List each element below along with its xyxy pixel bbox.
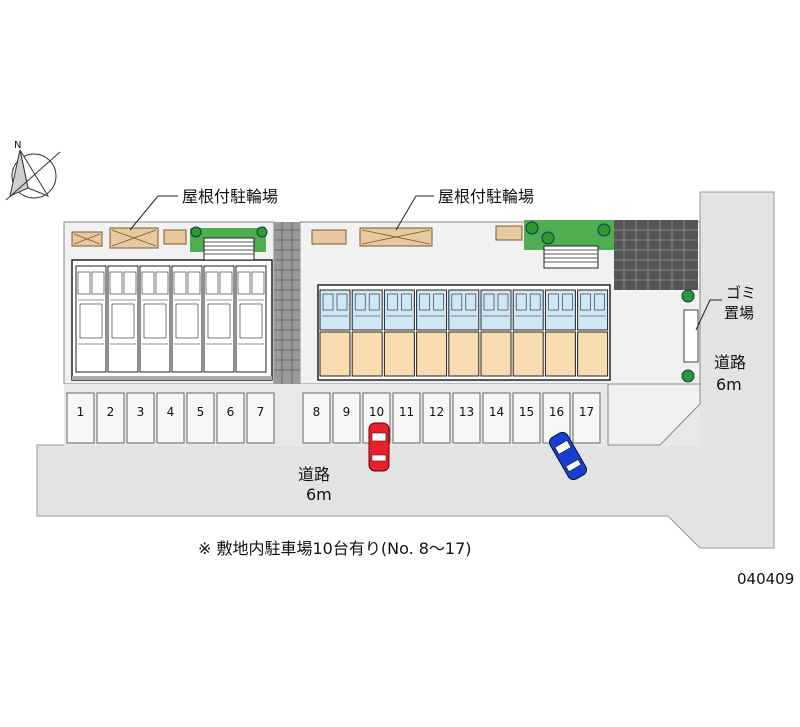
east-road-name: 道路 [714,353,746,372]
path-strip [274,222,300,384]
tree-icon [541,231,555,245]
parking-space: 17 [572,392,601,444]
building-west [71,259,273,381]
parking-space: 1 [66,392,95,444]
parking-space-number: 15 [519,405,534,419]
tree-icon [190,226,202,238]
parking-space: 14 [482,392,511,444]
path-strip-hatch [274,222,300,384]
parking-space: 6 [216,392,245,444]
parking-space-number: 12 [429,405,444,419]
parking-space-number: 10 [369,405,384,419]
bike-parking-label-east: 屋根付駐輪場 [438,187,534,206]
apartment-unit [203,265,235,373]
stairs-west [203,237,255,261]
parking-space-number: 3 [137,405,145,419]
north-arrow-icon: N [5,140,61,201]
apartment-unit [448,289,480,377]
parking-space-number: 4 [167,405,175,419]
parking-space: 3 [126,392,155,444]
apartment-unit [75,265,107,373]
parking-space-number: 6 [227,405,235,419]
parking-space: 13 [452,392,481,444]
north-label: N [14,140,21,151]
car-icon [368,422,390,472]
bike-rack-icon [495,225,523,241]
bike-rack-icon [163,229,187,245]
parking-space-number: 14 [489,405,504,419]
east-corner-lot [607,383,701,446]
apartment-unit [171,265,203,373]
leader-line [695,299,722,331]
parking-space-number: 5 [197,405,205,419]
parking-space-number: 16 [549,405,564,419]
car-icon [549,431,587,481]
parking-space: 15 [512,392,541,444]
leader-line [129,195,178,231]
apartment-unit [512,289,544,377]
property-code: 040409 [737,570,794,588]
stairs-east [543,245,599,269]
apartment-unit [416,289,448,377]
south-road-width: 6m [306,485,332,504]
apartment-unit [480,289,512,377]
apartment-unit [107,265,139,373]
tree-icon [681,369,695,383]
parking-space-number: 9 [343,405,351,419]
parking-space: 9 [332,392,361,444]
apartment-unit [577,289,609,377]
parking-space: 12 [422,392,451,444]
tree-icon [597,223,611,237]
bike-parking-label-west: 屋根付駐輪場 [182,187,278,206]
building-east [317,284,611,381]
parking-space: 4 [156,392,185,444]
parking-note: ※ 敷地内駐車場10台有り(No. 8〜17) [198,539,472,558]
parking-space-number: 2 [107,405,115,419]
tree-icon [525,221,539,235]
apartment-unit [351,289,383,377]
apartment-unit [544,289,576,377]
bike-rack-icon [311,229,347,245]
garbage-area [683,309,699,363]
parking-space-number: 13 [459,405,474,419]
parking-space: 7 [246,392,275,444]
parking-space-number: 8 [313,405,321,419]
apartment-unit [383,289,415,377]
apartment-unit [139,265,171,373]
parking-space-number: 17 [579,405,594,419]
garden-east [524,220,614,250]
parking-space: 8 [302,392,331,444]
tree-icon [256,226,268,238]
parking-space-number: 1 [77,405,85,419]
apartment-unit [235,265,267,373]
parking-space: 2 [96,392,125,444]
garbage-label-line2: 置場 [724,304,754,322]
south-road-name: 道路 [298,465,330,484]
parking-space: 11 [392,392,421,444]
parking-space: 5 [186,392,215,444]
parking-space-number: 11 [399,405,414,419]
apartment-unit [319,289,351,377]
leader-line [395,195,434,231]
garbage-label-line1: ゴミ [726,284,756,302]
tree-icon [681,289,695,303]
parking-space-number: 7 [257,405,265,419]
east-road-width: 6m [716,375,742,394]
